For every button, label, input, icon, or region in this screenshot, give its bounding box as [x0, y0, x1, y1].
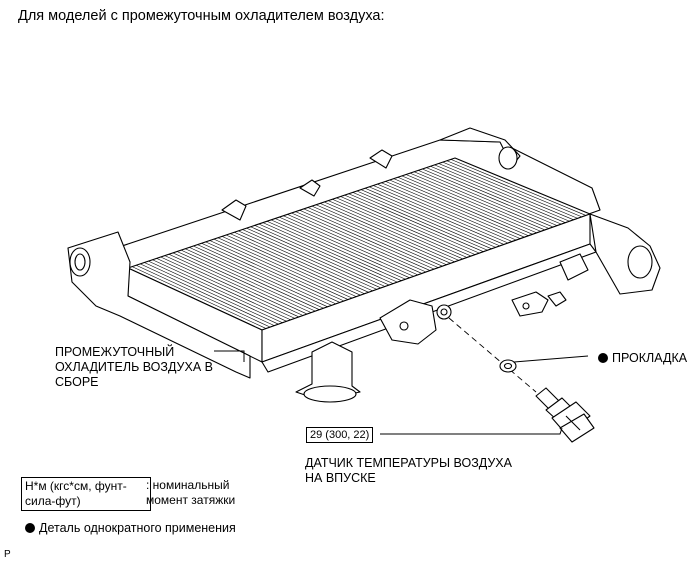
core-fin: [422, 168, 558, 226]
one-time-use-legend-icon: [25, 523, 35, 533]
core-fin: [250, 226, 386, 287]
core-fin: [450, 159, 587, 216]
core-fin: [221, 236, 357, 297]
core-fin: [324, 201, 459, 261]
legend-torque-box: Н*м (кгс*см, фунт- сила-фут): [21, 477, 151, 511]
core-fin: [311, 205, 447, 266]
core-fin: [332, 198, 468, 258]
core-fin: [266, 220, 402, 281]
core-fin: [438, 163, 574, 221]
core-fin: [414, 171, 550, 229]
core-fin: [426, 167, 562, 225]
core-fin: [389, 179, 525, 238]
core-fin: [442, 161, 578, 219]
core-fin: [336, 197, 472, 257]
core-fin: [238, 230, 373, 292]
core-fin: [262, 222, 398, 283]
gasket-part: [499, 359, 517, 373]
gasket-leader: [513, 355, 589, 363]
torque-spec-box: 29 (300, 22): [306, 427, 374, 443]
core-fin: [373, 185, 509, 244]
core-fin: [344, 194, 480, 254]
core-fin: [381, 182, 517, 241]
core-fin: [242, 229, 377, 290]
sensor-label: ДАТЧИК ТЕМПЕРАТУРЫ ВОЗДУХА НА ВПУСКЕ: [305, 456, 512, 485]
core-fin: [270, 219, 406, 280]
core-fin: [348, 193, 484, 252]
intercooler-left-tank: [67, 231, 251, 379]
one-time-use-icon: [598, 353, 608, 363]
core-fin: [405, 174, 541, 232]
core-fin: [131, 266, 267, 329]
core-fin: [140, 263, 275, 326]
core-fin: [185, 248, 320, 310]
core-fin: [430, 165, 566, 223]
core-fin: [213, 238, 349, 300]
sensor-leader: [380, 427, 563, 435]
core-fin: [364, 187, 500, 247]
core-fin: [181, 249, 316, 312]
core-fin: [299, 209, 435, 270]
core-fin: [201, 242, 336, 305]
core-fin: [283, 215, 418, 276]
core-fin: [246, 227, 382, 289]
air-temp-sensor-part: [535, 387, 595, 443]
intercooler-rear-pipe: [439, 127, 521, 167]
core-fin: [156, 258, 291, 321]
intercooler-outlet-pipe: [295, 341, 361, 401]
core-fin: [234, 231, 369, 293]
core-fin: [446, 160, 582, 218]
core-fin: [295, 211, 431, 271]
intercooler-assembly-label: ПРОМЕЖУТОЧНЫЙ ОХЛАДИТЕЛЬ ВОЗДУХА В СБОРЕ: [55, 345, 213, 389]
core-fin: [315, 204, 451, 264]
legend-one-time-use: Деталь однократного применения: [25, 521, 236, 535]
core-fin: [160, 256, 295, 319]
core-fin: [328, 200, 464, 260]
core-fin: [197, 244, 332, 306]
core-fin: [209, 240, 345, 302]
core-fin: [275, 218, 410, 279]
core-fin: [401, 175, 537, 234]
core-fin: [385, 181, 521, 239]
core-fin: [307, 207, 443, 267]
core-fin: [340, 196, 476, 255]
core-fin: [291, 212, 427, 273]
core-fin: [144, 262, 279, 325]
core-fin: [418, 170, 554, 228]
core-fin: [303, 208, 439, 268]
core-fin: [319, 203, 455, 263]
core-fin: [136, 264, 271, 328]
core-fin: [230, 233, 365, 295]
core-fin: [258, 223, 394, 284]
core-fin: [189, 247, 324, 309]
core-fin: [393, 178, 529, 237]
core-fin: [377, 183, 513, 242]
core-fin: [176, 251, 312, 313]
core-fin: [205, 241, 341, 303]
core-fin: [152, 259, 287, 322]
core-fin: [352, 192, 488, 251]
corner-mark: P: [4, 549, 11, 560]
core-fin: [360, 189, 496, 248]
gasket-label: ПРОКЛАДКА: [598, 351, 687, 366]
legend-torque-description: : номинальный момент затяжки: [146, 478, 236, 507]
core-fin: [217, 237, 353, 299]
core-fin: [164, 255, 300, 318]
core-fin: [409, 172, 546, 231]
core-fin: [193, 245, 328, 308]
intercooler-leader: [214, 350, 245, 362]
core-fin: [225, 234, 361, 296]
core-fin: [434, 164, 570, 222]
core-fin: [148, 260, 283, 324]
core-fin: [287, 214, 423, 274]
core-fin: [254, 225, 390, 286]
core-fin: [172, 252, 308, 315]
core-fin: [279, 216, 414, 277]
page-title: Для моделей с промежуточным охладителем …: [18, 8, 385, 24]
core-fin: [369, 186, 505, 245]
core-fin: [168, 253, 304, 316]
core-fin: [356, 190, 492, 250]
core-fin: [397, 176, 533, 235]
